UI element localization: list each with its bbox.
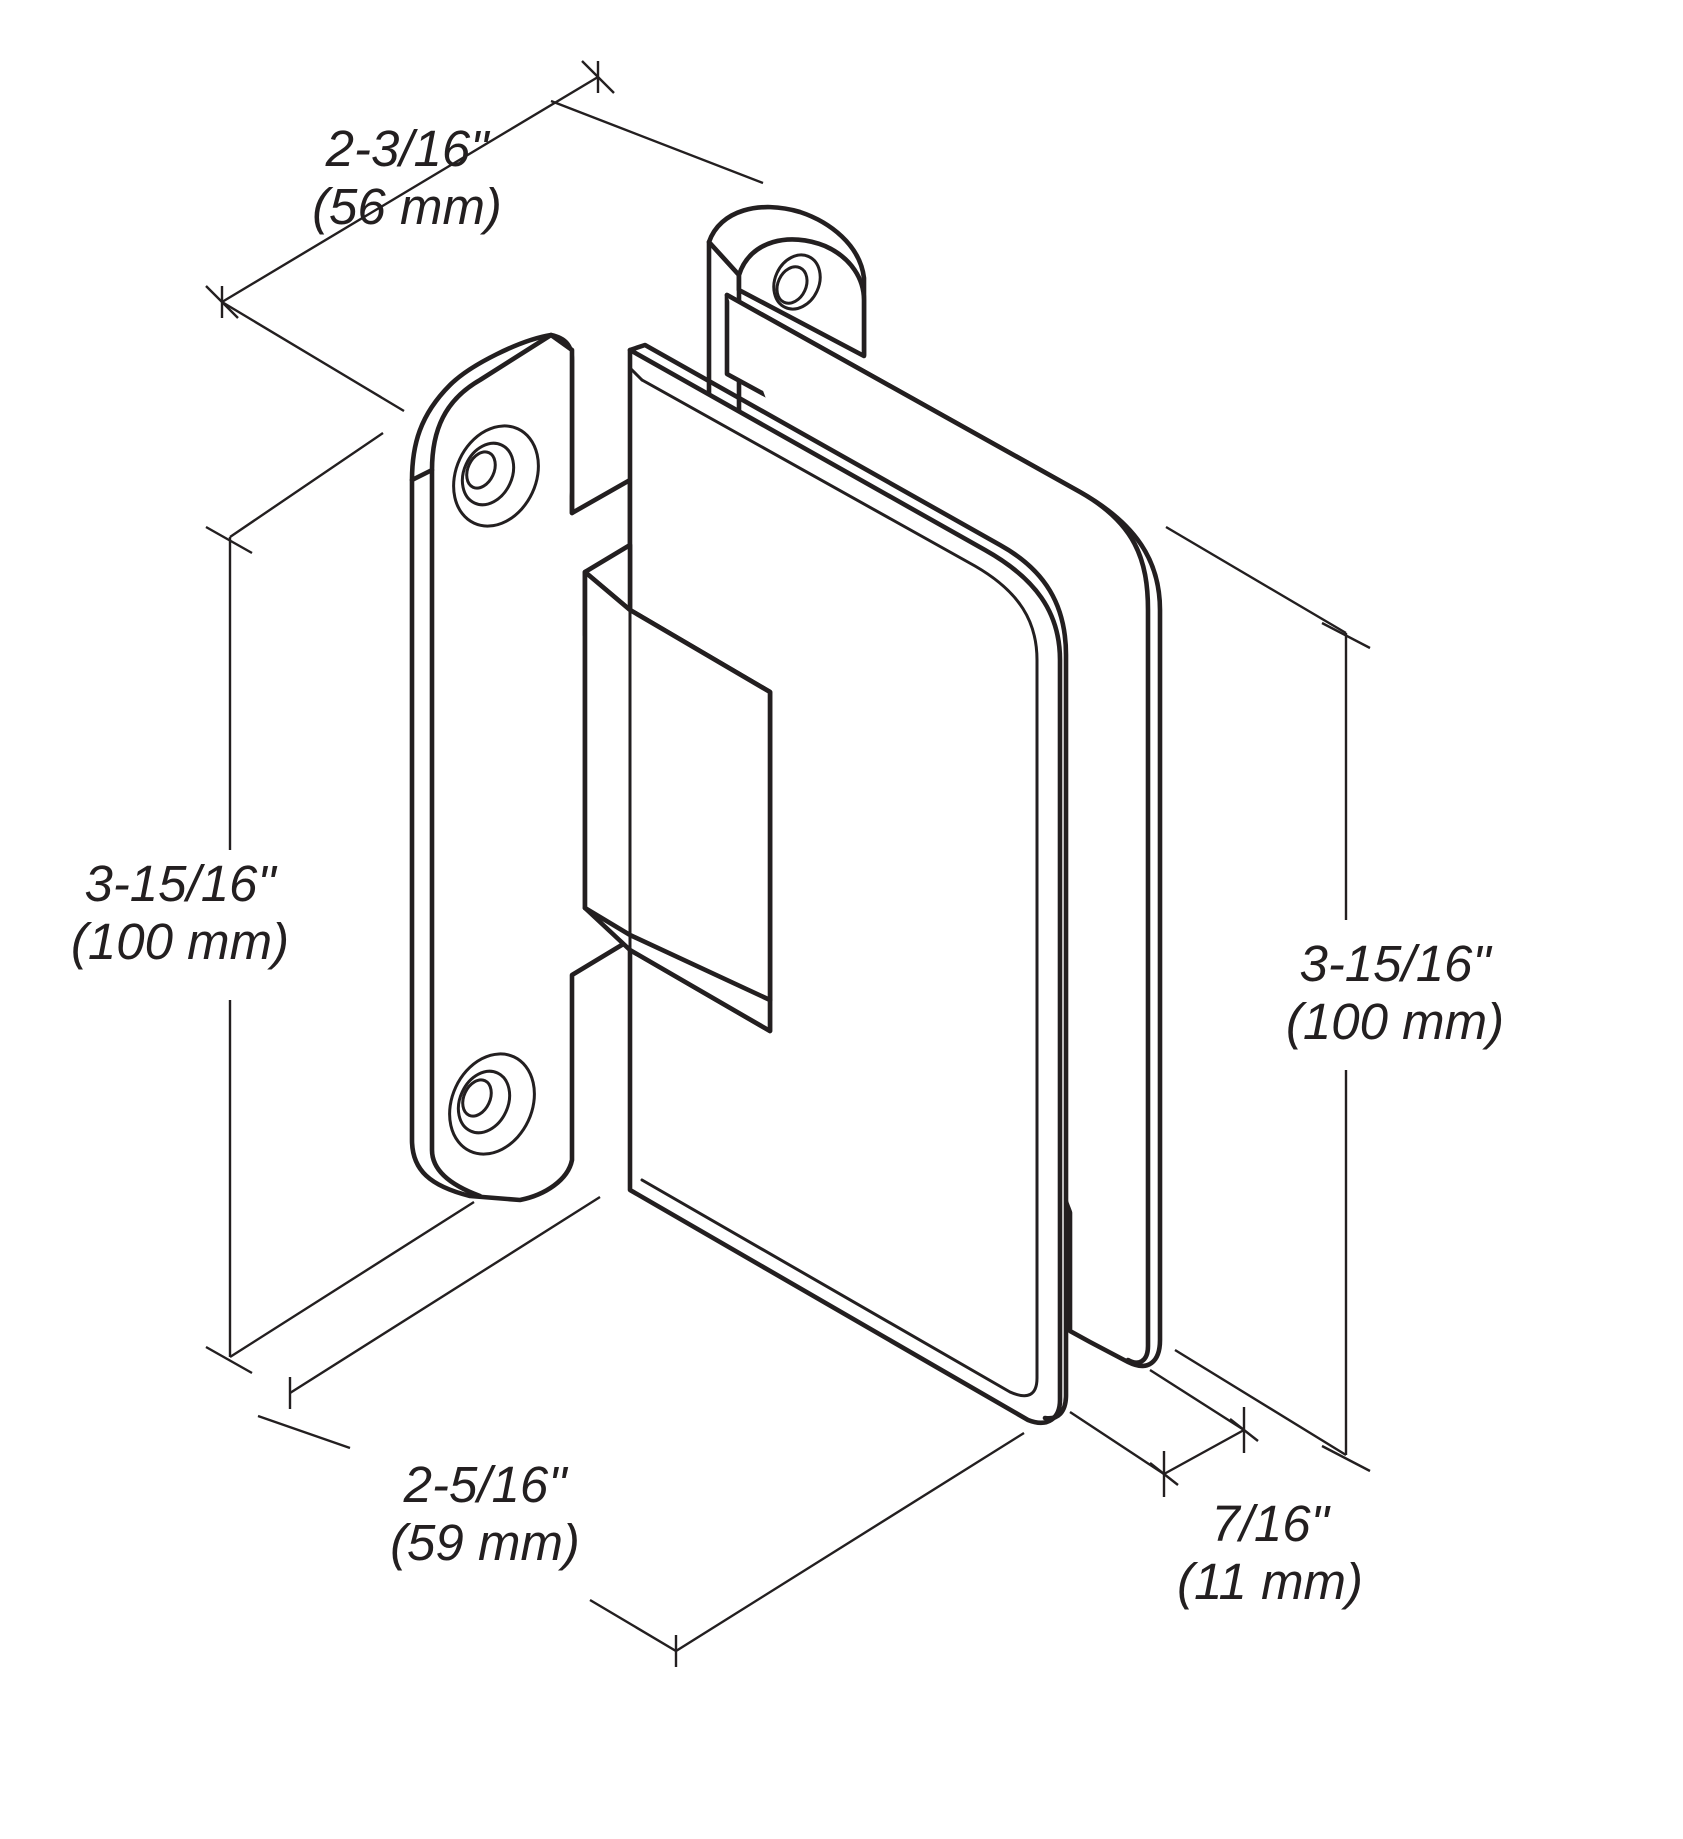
top-width-imperial: 2-3/16": [325, 120, 489, 177]
bottom-depth-label: 2-5/16" (59 mm): [350, 1456, 620, 1572]
right-height-imperial: 3-15/16": [1299, 935, 1491, 992]
upper-screw-hole: [452, 424, 540, 528]
left-height-dimension: [205, 432, 475, 1375]
left-height-metric: (100 mm): [70, 913, 290, 970]
rear-mounting-plate: [706, 204, 867, 439]
glass-gap-dimension: [1069, 1368, 1259, 1497]
glass-gap-imperial: 7/16": [1211, 1495, 1329, 1552]
top-width-label: 2-3/16" (56 mm): [272, 120, 542, 236]
right-height-dimension: [1165, 525, 1371, 1473]
wall-mounting-plate: [409, 332, 633, 1203]
lower-screw-hole: [448, 1052, 536, 1156]
glass-gap-metric: (11 mm): [1176, 1553, 1364, 1610]
bottom-depth-imperial: 2-5/16": [403, 1456, 567, 1513]
left-height-label: 3-15/16" (100 mm): [40, 855, 320, 971]
right-height-metric: (100 mm): [1285, 993, 1505, 1050]
hinge-knuckle-block: [582, 542, 773, 1034]
right-height-label: 3-15/16" (100 mm): [1255, 935, 1535, 1051]
glass-gap-label: 7/16" (11 mm): [1150, 1495, 1390, 1611]
left-height-imperial: 3-15/16": [84, 855, 276, 912]
top-width-metric: (56 mm): [312, 178, 502, 235]
top-width-dimension: [205, 60, 764, 413]
bottom-depth-metric: (59 mm): [390, 1514, 580, 1571]
front-glass-clamp-plate: [627, 342, 1069, 1426]
bottom-depth-dimension: [257, 1195, 1025, 1667]
